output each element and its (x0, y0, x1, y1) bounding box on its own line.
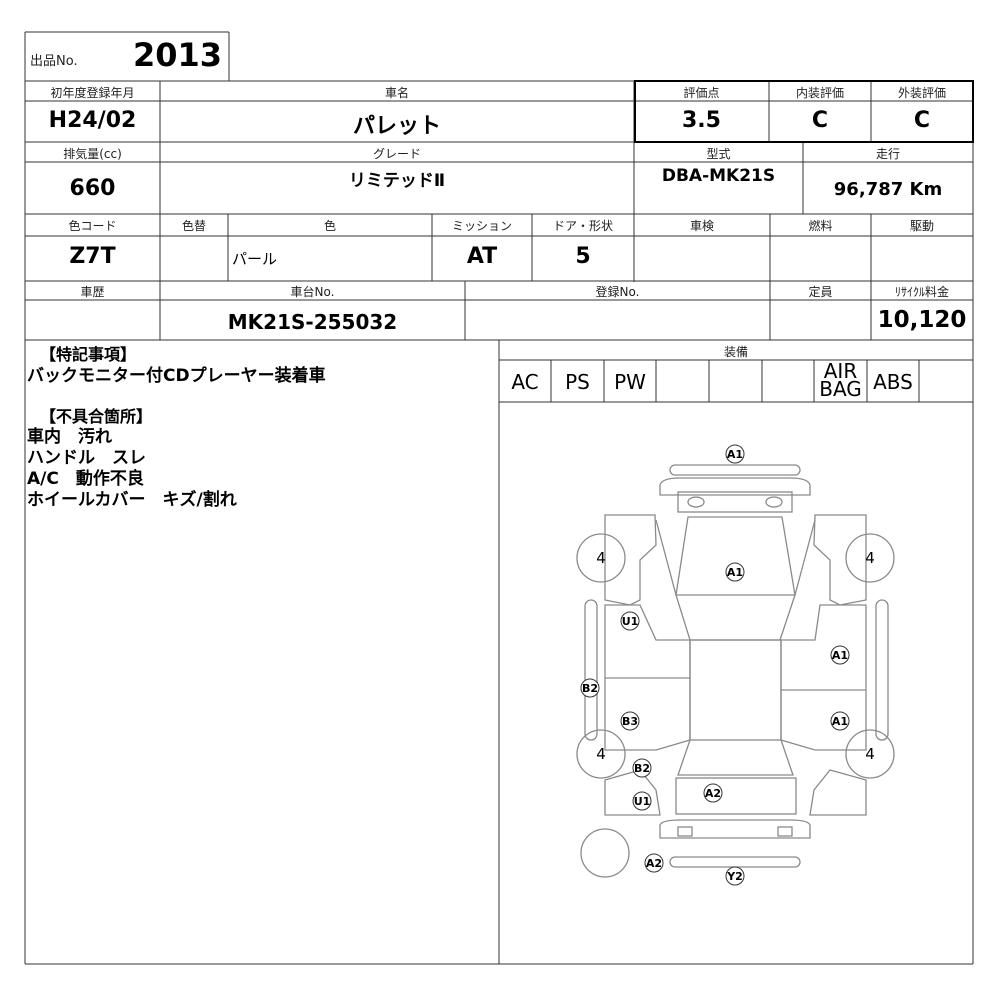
svg-text:A1: A1 (727, 566, 743, 579)
tire-rear-left: 4 (576, 729, 626, 779)
grade-label: グレード (372, 147, 421, 161)
lot-label: 出品No. (30, 54, 78, 69)
defect-line: 車内 汚れ (27, 427, 112, 447)
damage-mark-right-rear-door: A1 (830, 711, 850, 731)
svg-text:A2: A2 (705, 787, 721, 800)
equipment-item-ps: PS (565, 370, 590, 394)
tire-rear-right: 4 (845, 729, 895, 779)
car-name-label: 車名 (384, 86, 409, 100)
svg-text:4: 4 (865, 549, 875, 567)
svg-text:A1: A1 (832, 715, 848, 728)
defect-line: A/C 動作不良 (27, 469, 144, 489)
tire-front-right: 4 (845, 533, 895, 583)
svg-text:U1: U1 (622, 615, 639, 628)
equipment-label: 装備 (723, 345, 748, 359)
svg-text:4: 4 (596, 745, 606, 763)
svg-text:4: 4 (596, 549, 606, 567)
interior-value: C (811, 108, 829, 133)
drive-label: 駆動 (909, 219, 934, 233)
grade-value: リミテッドⅡ (348, 171, 446, 191)
svg-text:A1: A1 (727, 448, 743, 461)
door-label: ドア・形状 (552, 219, 613, 233)
damage-mark-rear-bumper: Y2 (725, 866, 745, 886)
defect-line: ホイールカバー キズ/割れ (27, 490, 237, 510)
damage-mark-left-front-door: U1 (620, 611, 640, 631)
damage-mark-left-rear-door: B3 (620, 711, 640, 731)
svg-text:B2: B2 (582, 682, 598, 695)
damage-mark-windshield: A1 (725, 562, 745, 582)
car-name-value: パレット (352, 114, 441, 139)
mission-value: AT (466, 244, 498, 269)
interior-label: 内装評価 (795, 86, 844, 100)
equipment-item-airbag: AIR BAG (819, 359, 862, 401)
damage-mark-left-rear-fender: B2 (632, 758, 652, 778)
model-code-value: DBA-MK21S (661, 166, 776, 186)
door-value: 5 (575, 244, 591, 269)
color-label: 色 (323, 219, 336, 233)
recycle-fee-value: 10,120 (877, 307, 967, 333)
damage-mark-left-step: B2 (580, 678, 600, 698)
score-value: 3.5 (682, 108, 721, 133)
mileage-value: 96,787 Km (833, 179, 943, 200)
score-label: 評価点 (683, 86, 720, 100)
capacity-label: 定員 (808, 285, 833, 299)
inspection-label: 車検 (689, 219, 714, 233)
svg-text:U1: U1 (634, 795, 651, 808)
special-notes-heading: 【特記事項】 (40, 345, 137, 364)
damage-mark-front-bumper: A1 (725, 444, 745, 464)
damage-mark-rear-gate: A2 (703, 783, 723, 803)
lot-number: 2013 (132, 36, 223, 74)
svg-text:Y2: Y2 (726, 870, 743, 883)
equipment-item-ac: AC (511, 370, 539, 394)
color-code-label: 色コード (68, 219, 117, 233)
mileage-label: 走行 (875, 147, 900, 161)
exterior-label: 外装評価 (897, 86, 946, 100)
car-damage-diagram: 4 4 4 4 A1 A1 U1 A1 B2 B3 A1 B2 A2 U1 A2 (576, 444, 895, 886)
svg-text:B3: B3 (622, 715, 638, 728)
damage-mark-right-front-door: A1 (830, 645, 850, 665)
exterior-value: C (913, 108, 931, 133)
displacement-label: 排気量(cc) (63, 147, 122, 161)
chassis-label: 車台No. (290, 285, 335, 299)
color-value: パール (232, 250, 278, 268)
reg-date-label: 初年度登録年月 (50, 86, 135, 100)
repaint-label: 色替 (181, 219, 206, 233)
svg-text:A2: A2 (646, 857, 662, 870)
svg-text:B2: B2 (634, 762, 650, 775)
equipment-item-pw: PW (614, 370, 646, 394)
registration-label: 登録No. (595, 285, 640, 299)
damage-mark-rear-corner: A2 (644, 853, 664, 873)
score-box-frame (634, 80, 974, 143)
fuel-label: 燃料 (808, 219, 833, 233)
model-code-label: 型式 (706, 147, 731, 161)
reg-date-value: H24/02 (48, 108, 137, 133)
history-label: 車歴 (80, 285, 105, 299)
special-note-line: バックモニター付CDプレーヤー装着車 (27, 366, 326, 386)
mission-label: ミッション (451, 219, 512, 233)
damage-mark-left-quarter: U1 (632, 791, 652, 811)
defects-heading: 【不具合箇所】 (40, 407, 153, 426)
displacement-value: 660 (69, 176, 116, 201)
equipment-item-abs: ABS (873, 370, 913, 394)
chassis-value: MK21S-255032 (227, 310, 398, 334)
svg-text:4: 4 (865, 745, 875, 763)
tire-front-left: 4 (576, 533, 626, 583)
color-code-value: Z7T (69, 244, 116, 269)
defect-line: ハンドル スレ (27, 448, 146, 468)
recycle-fee-label: ﾘｻｲｸﾙ料金 (894, 285, 949, 299)
svg-text:A1: A1 (832, 649, 848, 662)
